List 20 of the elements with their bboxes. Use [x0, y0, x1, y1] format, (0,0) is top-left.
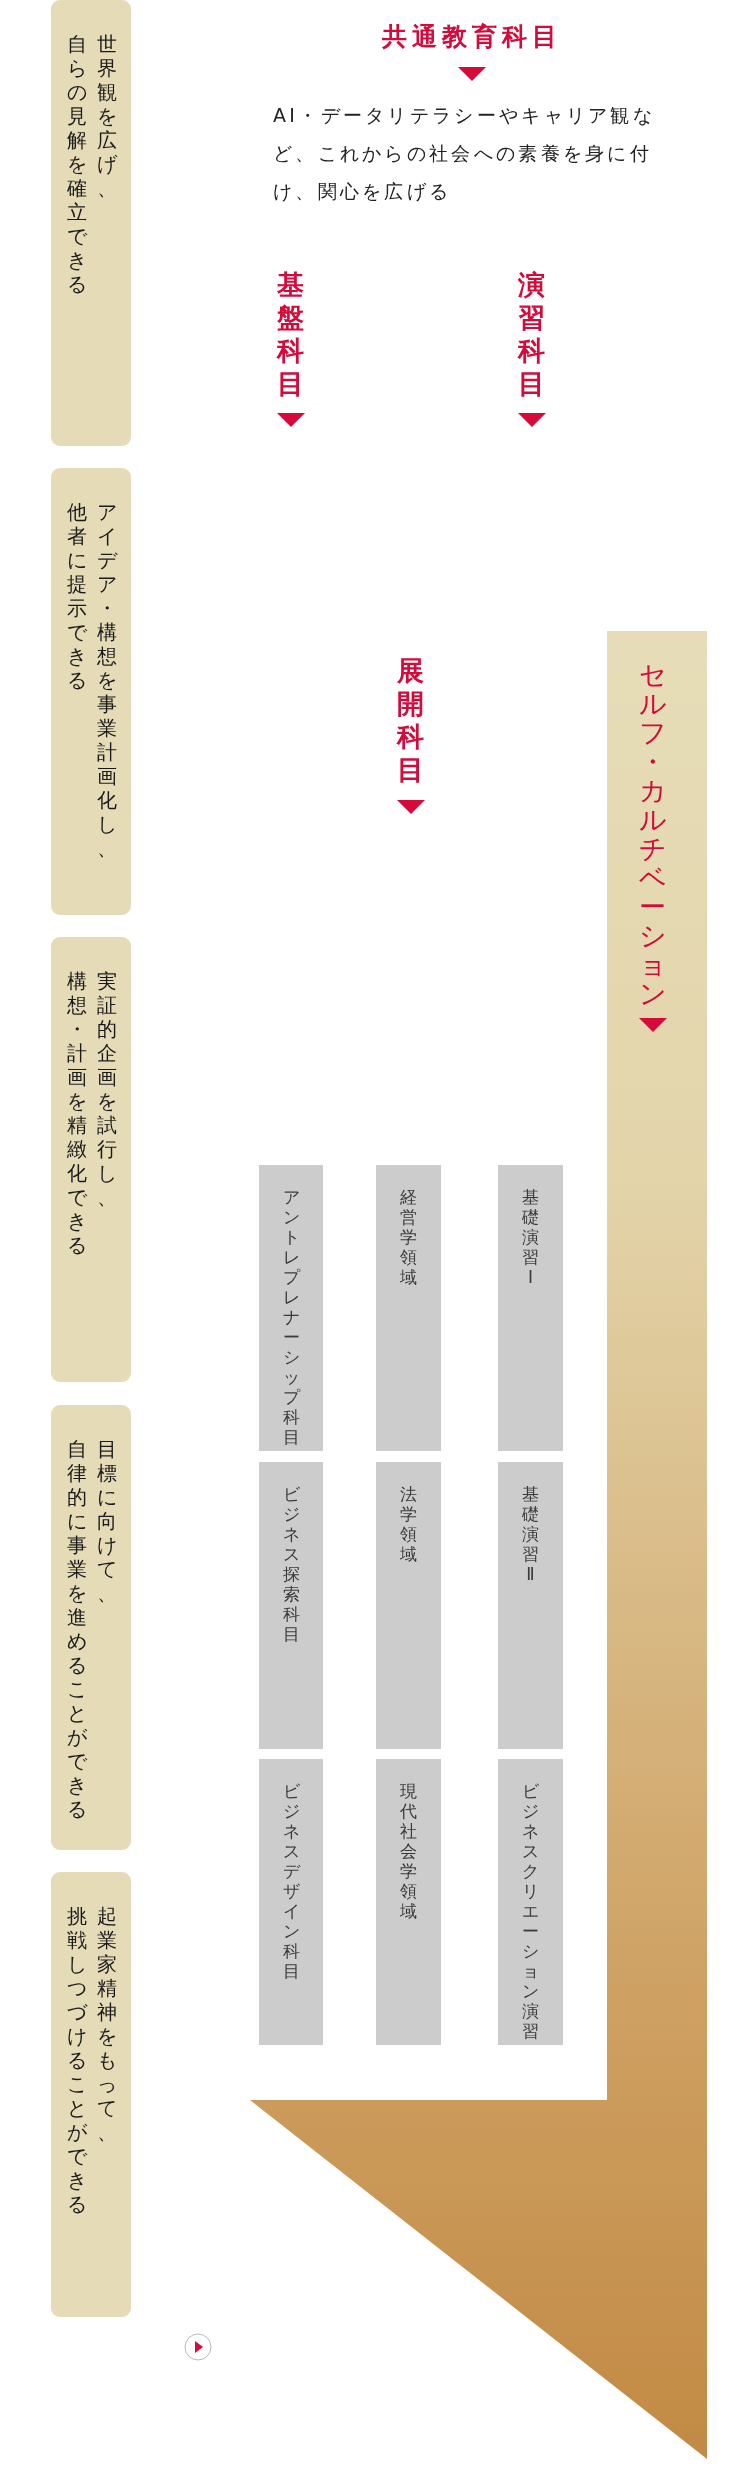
section-heading: 共通教育科目: [381, 22, 563, 52]
outcome-card: アイデア・構想を事業計画化し、他者に提示できる: [51, 468, 131, 915]
course-box: 基礎演習Ⅱ: [498, 1462, 563, 1749]
description-text: AI・データリテラシーやキャリア観など、これからの社会への素養を身に付け、関心を広げる: [273, 103, 656, 204]
course-box: 経営学領域: [376, 1165, 441, 1451]
outcome-card: 世界観を広げ、自らの見解を確立できる: [51, 0, 131, 446]
outcome-card: 目標に向けて、自律的に事業を進めることができる: [51, 1405, 131, 1850]
course-box: ビジネスデザイン科目: [259, 1759, 323, 2045]
arrow-label: セルフ・カルチベーション: [639, 660, 666, 1008]
outcome-card: 実証的企画を試行し、構想・計画を精緻化できる: [51, 937, 131, 1382]
outcome-card: 起業家精神をもって、挑戦しつづけることができる: [51, 1872, 131, 2317]
section-heading: 演習科目: [518, 268, 545, 400]
section-heading: 展開科目: [397, 654, 424, 786]
course-box: ビジネス探索科目: [259, 1462, 323, 1749]
course-box: アントレプレナーシップ科目: [259, 1165, 323, 1451]
course-box: 法学領域: [376, 1462, 441, 1749]
course-box: 現代社会学領域: [376, 1759, 441, 2045]
course-box: 基礎演習Ⅰ: [498, 1165, 563, 1451]
course-box: ビジネスクリエーション演習: [498, 1759, 563, 2045]
section-heading: 基盤科目: [277, 268, 304, 400]
